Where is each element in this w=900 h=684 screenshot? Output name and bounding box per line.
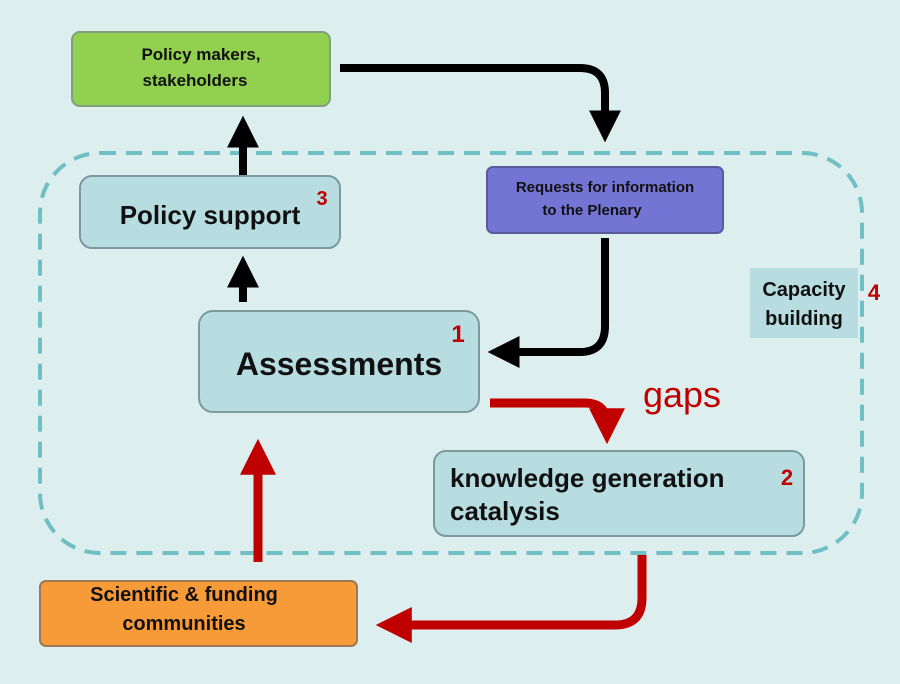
node-scientific-funding-communities: Scientific & funding communities [39, 580, 358, 647]
scientific-line1: Scientific & funding [90, 584, 278, 606]
ipbes-boundary [38, 151, 864, 555]
node-requests-for-information: Requests for information to the Plenary [486, 166, 724, 234]
requests-line2: to the Plenary [542, 202, 642, 219]
policy-makers-line1: Policy makers, [141, 45, 260, 64]
capacity-line1: Capacity [762, 279, 846, 301]
arrow-assessments-to-knowledge-gaps [490, 398, 625, 445]
knowledge-number: 2 [781, 465, 793, 490]
knowledge-line1: knowledge generation [450, 463, 725, 493]
gaps-label: gaps [643, 374, 721, 415]
capacity-line2: building [765, 308, 843, 330]
scientific-line2: communities [122, 613, 245, 635]
assessments-label: Assessments [236, 346, 442, 382]
node-policy-makers: Policy makers, stakeholders [71, 31, 331, 107]
policy-support-label: Policy support [120, 200, 301, 230]
arrow-requests-to-assessments [487, 238, 609, 368]
arrow-knowledge-to-scientific [375, 555, 647, 643]
node-knowledge-generation: knowledge generation catalysis 2 [433, 450, 805, 537]
arrow-policy-makers-to-requests [340, 64, 621, 143]
policy-support-number: 3 [316, 188, 327, 210]
node-assessments: Assessments 1 [198, 310, 480, 413]
node-policy-support: Policy support 3 [79, 175, 341, 249]
assessments-number: 1 [451, 321, 464, 348]
node-capacity-building: Capacity building 4 [750, 268, 881, 338]
knowledge-line2: catalysis [450, 496, 560, 526]
policy-makers-line2: stakeholders [143, 71, 248, 90]
requests-line1: Requests for information [516, 179, 694, 196]
capacity-number: 4 [868, 280, 881, 305]
